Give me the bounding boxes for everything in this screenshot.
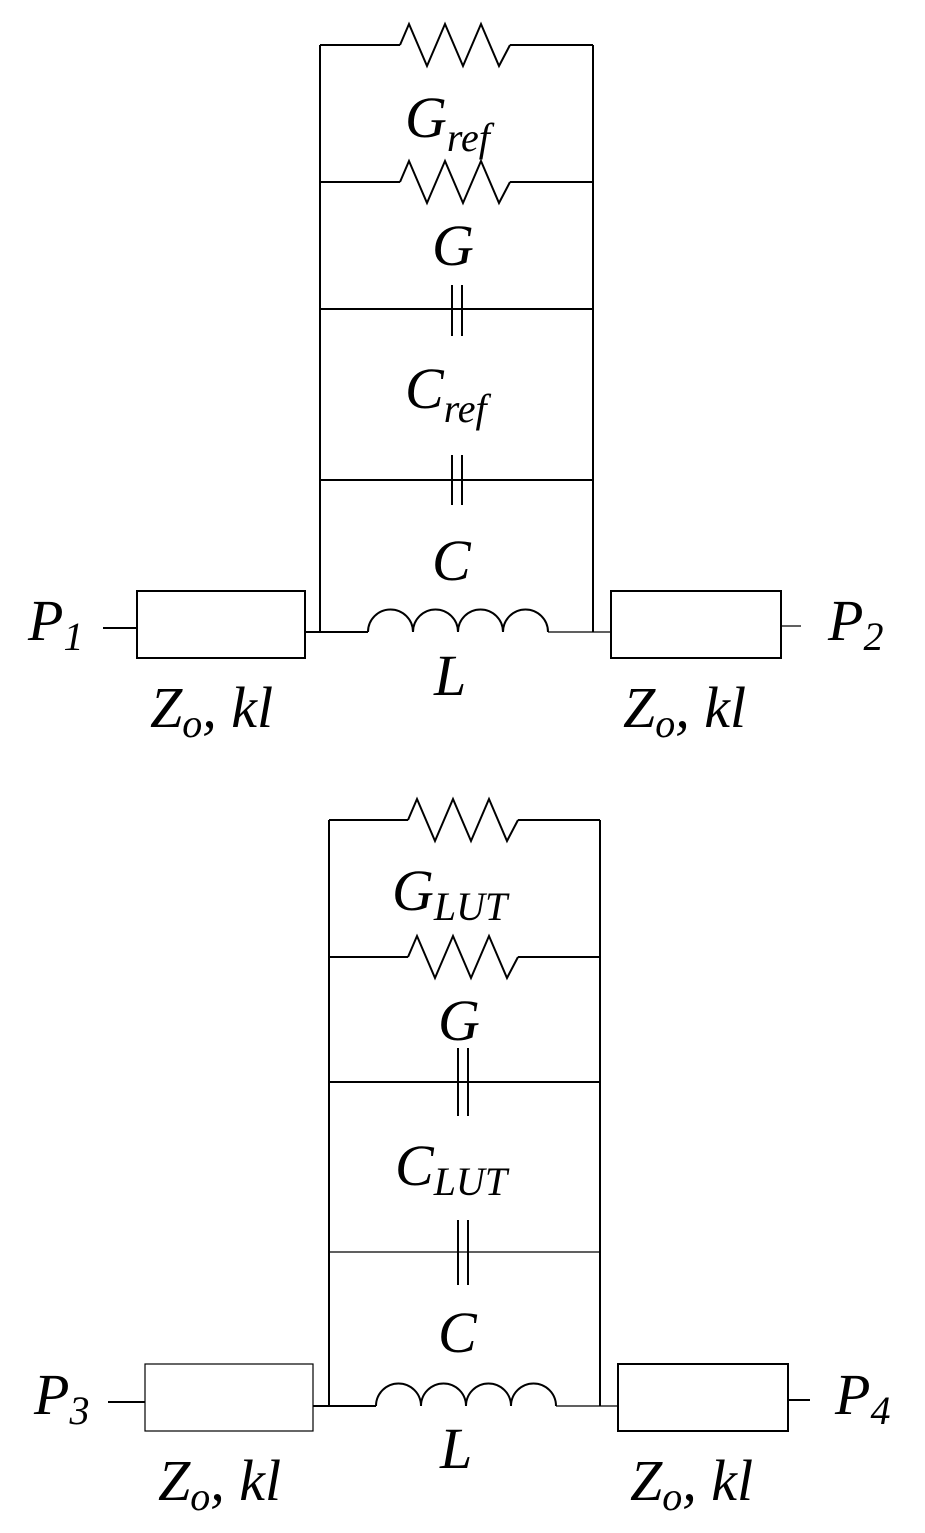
transmission-line-left <box>136 590 306 659</box>
label-line-right: Zo, kl <box>623 675 746 746</box>
resistor-g-lut <box>329 796 600 844</box>
label-g: G <box>432 213 474 278</box>
transmission-line-right <box>610 590 782 659</box>
label-port-3: P3 <box>33 1362 89 1433</box>
capacitor-c <box>320 455 593 505</box>
inductor-l <box>329 1382 600 1407</box>
capacitor-c <box>329 1220 600 1285</box>
label-g-ref: Gref <box>405 85 495 160</box>
label-l: L <box>433 643 466 708</box>
capacitor-c-ref <box>320 285 593 336</box>
label-line-left: Zo, kl <box>158 1448 281 1519</box>
resistor-g <box>320 158 593 206</box>
transmission-line-right <box>617 1363 789 1432</box>
label-port-4: P4 <box>834 1362 890 1433</box>
transmission-line-left <box>144 1363 314 1432</box>
label-l: L <box>439 1416 472 1481</box>
label-c-ref: Cref <box>405 356 492 431</box>
label-port-1: P1 <box>27 588 83 659</box>
inductor-l <box>320 608 593 633</box>
circuit-top: Gref G Cref C L P1 P2 Zo, kl Zo, kl <box>27 21 883 746</box>
label-port-2: P2 <box>827 588 883 659</box>
capacitor-c-lut <box>329 1048 600 1116</box>
resistor-g <box>329 933 600 981</box>
label-g-lut: GLUT <box>392 858 510 929</box>
label-c-lut: CLUT <box>395 1133 510 1204</box>
label-line-right: Zo, kl <box>630 1448 753 1519</box>
label-c: C <box>438 1300 478 1365</box>
label-g: G <box>438 988 480 1053</box>
resistor-g-ref <box>320 21 593 69</box>
circuit-bottom: GLUT G CLUT C L P3 P4 Zo, kl Zo, kl <box>33 796 890 1519</box>
label-c: C <box>432 528 472 593</box>
label-line-left: Zo, kl <box>150 675 273 746</box>
